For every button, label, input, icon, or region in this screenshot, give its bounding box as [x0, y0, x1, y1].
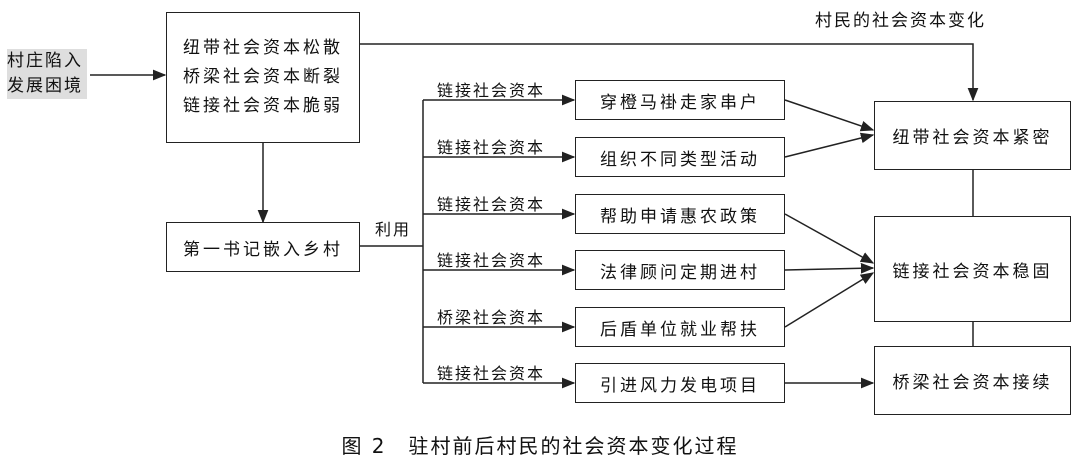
secretary-box: 第一书记嵌入乡村: [166, 222, 360, 272]
action-type-label: 链接社会资本: [437, 251, 546, 270]
action-type-label: 链接社会资本: [437, 195, 546, 214]
outcome-box-bonding: 纽带社会资本紧密: [874, 101, 1071, 170]
input-label: 村庄陷入 发展困境: [7, 49, 87, 99]
action-box: 穿橙马褂走家串户: [575, 80, 785, 120]
use-label: 利用: [375, 220, 412, 239]
action-type-label: 链接社会资本: [437, 81, 546, 100]
action-box: 组织不同类型活动: [575, 137, 785, 177]
initial-state-line-2: 桥梁社会资本断裂: [183, 67, 343, 87]
action-type-label: 链接社会资本: [437, 364, 546, 383]
action-box: 后盾单位就业帮扶: [575, 307, 785, 347]
initial-state-line-3: 链接社会资本脆弱: [183, 96, 343, 116]
action-box: 引进风力发电项目: [575, 363, 785, 403]
action-box: 法律顾问定期进村: [575, 250, 785, 290]
arrow-action-2-to-outcome-1: [784, 132, 875, 158]
action-type-label: 桥梁社会资本: [437, 308, 546, 327]
arrow-action-1-to-outcome-1: [784, 99, 875, 132]
input-label-line-2: 发展困境: [7, 76, 83, 96]
top-arrow-label: 村民的社会资本变化: [815, 11, 986, 31]
initial-state-line-1: 纽带社会资本松散: [183, 38, 343, 58]
arrow-action-5-to-outcome-2: [784, 272, 875, 328]
arrow-action-4-to-outcome-2: [784, 262, 875, 274]
arrow-action-3-to-outcome-2: [784, 213, 875, 264]
figure-caption: 图 2 驻村前后村民的社会资本变化过程: [341, 434, 739, 458]
arrow-top-to-outcome-1: [360, 43, 979, 102]
input-label-line-1: 村庄陷入: [7, 51, 83, 71]
outcome-box-linking: 链接社会资本稳固: [874, 216, 1071, 322]
outcome-box-bridging: 桥梁社会资本接续: [874, 346, 1071, 415]
action-box: 帮助申请惠农政策: [575, 194, 785, 234]
action-type-label: 链接社会资本: [437, 138, 546, 157]
initial-state-box: 纽带社会资本松散 桥梁社会资本断裂 链接社会资本脆弱: [166, 12, 360, 143]
